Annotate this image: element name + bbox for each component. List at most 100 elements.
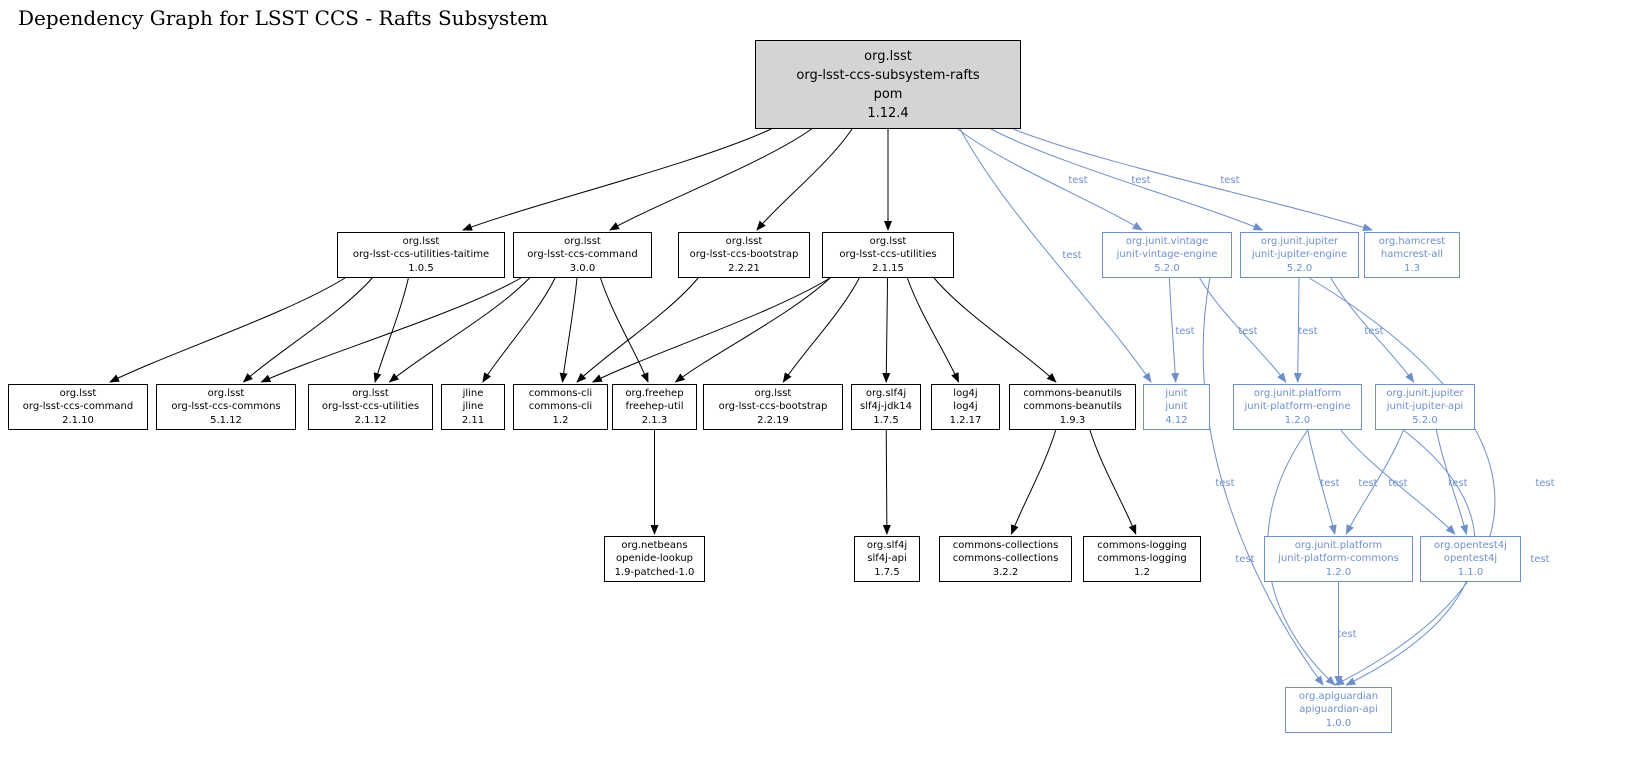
graph-edge-utilities2115--bootstrap2219 <box>782 277 860 383</box>
node-label-line: org.lsst <box>725 235 763 247</box>
node-label-line: slf4j-jdk14 <box>860 401 912 413</box>
node-label-line: junit-jupiter-engine <box>1251 249 1348 261</box>
edge-scope-label: test <box>1131 175 1150 186</box>
edge-scope-label: test <box>1215 478 1234 489</box>
edge-scope-label: test <box>1358 478 1377 489</box>
node-label-line: junit-vintage-engine <box>1116 249 1218 261</box>
node-label-line: commons-beanutils <box>1023 387 1122 399</box>
node-label-line: 2.2.19 <box>757 414 789 426</box>
node-label-line: junit-platform-engine <box>1244 401 1351 413</box>
node-label-line: 1.2.17 <box>949 414 982 426</box>
graph-edge-utilities2115--freehep <box>674 277 831 383</box>
graph-edge-beanutils--logging <box>1089 429 1137 535</box>
graph-edge-jupiterEngine--apiguardian <box>1308 277 1496 686</box>
edge-scope-label: test <box>1220 175 1239 186</box>
graph-edge-root--hamcrest <box>1012 128 1373 232</box>
graph-edge-command3--freehep <box>600 277 649 383</box>
node-label-line: log4j <box>953 387 978 399</box>
node-label-line: jline <box>462 401 484 413</box>
graph-edge-root--bootstrap221 <box>756 128 853 231</box>
edge-scope-label: test <box>1068 175 1087 186</box>
graph-edge-root--junit412 <box>959 128 1152 383</box>
node-label-line: 4.12 <box>1165 414 1188 426</box>
node-label-line: 2.11 <box>461 414 485 426</box>
node-label-line: org.lsst <box>352 387 389 399</box>
node-label-line: 1.9.3 <box>1059 414 1086 426</box>
node-label-line: 5.1.12 <box>210 414 242 426</box>
graph-edge-platformEngine--platformCommons <box>1307 429 1337 535</box>
graph-edge-command3--jline <box>482 277 556 383</box>
graph-edge-platformEngine--opentest4j <box>1340 429 1456 535</box>
node-label-line: commons-beanutils <box>1023 401 1122 413</box>
graph-edge-root--vintage <box>957 128 1143 231</box>
node-label-line: junit-jupiter-api <box>1386 401 1464 413</box>
edge-scope-label: test <box>1530 554 1549 565</box>
node-label-line: commons-collections <box>952 553 1059 565</box>
graph-edge-command3--commonscli <box>559 277 578 383</box>
node-label-line: org-lsst-ccs-bootstrap <box>718 401 828 413</box>
node-label-line: org.lsst <box>864 48 912 64</box>
node-label-line: 1.0.0 <box>1325 717 1352 729</box>
node-label-line: jline <box>462 387 484 399</box>
graph-edge-vintage--junit412 <box>1168 277 1180 383</box>
node-label-line: org.lsst <box>402 235 440 247</box>
node-label-line: org-lsst-ccs-command <box>527 249 638 261</box>
edge-scope-label: test <box>1298 326 1317 337</box>
node-label-line: org.netbeans <box>621 539 688 551</box>
graph-edge-command3--utilities2112 <box>388 277 530 383</box>
node-label-line: commons-cli <box>528 387 593 399</box>
node-label-line: 2.1.3 <box>641 414 668 426</box>
node-label-line: 5.2.0 <box>1286 262 1313 274</box>
graph-edge-jupiterEngine--jupiterApi <box>1330 277 1415 383</box>
node-label-line: opentest4j <box>1443 553 1498 565</box>
node-label-line: org.junit.platform <box>1294 539 1383 551</box>
node-label-line: org.apiguardian <box>1298 690 1379 702</box>
node-label-line: org.junit.platform <box>1253 387 1342 399</box>
node-label-line: org.lsst <box>59 387 97 399</box>
node-label-line: org.lsst <box>754 387 792 399</box>
node-label-line: 1.7.5 <box>874 566 900 578</box>
node-label-line: 3.2.2 <box>992 566 1019 578</box>
node-label-line: pom <box>873 86 903 102</box>
node-label-line: 5.2.0 <box>1412 414 1438 426</box>
node-label-line: org.slf4j <box>866 539 908 551</box>
node-label-line: slf4j-api <box>867 553 907 565</box>
node-label-line: 2.1.12 <box>354 414 387 426</box>
graph-edge-utilities2115--slf4jjdk14 <box>882 277 891 383</box>
node-label-line: junit <box>1165 387 1188 399</box>
edge-scope-label: test <box>1364 326 1383 337</box>
node-label-line: 2.2.21 <box>728 262 760 274</box>
node-label-line: org.opentest4j <box>1434 539 1507 551</box>
graph-edge-taitime--utilities2112 <box>373 277 409 383</box>
graph-edge-beanutils--collections <box>1010 429 1057 535</box>
node-label-line: commons-collections <box>952 539 1059 551</box>
node-label-line: apiguardian-api <box>1299 704 1378 716</box>
node-label-line: org-lsst-ccs-utilities <box>839 249 937 261</box>
node-label-line: org-lsst-ccs-utilities-taitime <box>352 249 490 261</box>
edge-scope-label: test <box>1337 629 1356 640</box>
graph-edge-jupiterApi--opentest4j <box>1435 429 1469 535</box>
node-label-line: 1.12.4 <box>867 105 909 121</box>
node-label-line: org.lsst <box>869 235 907 247</box>
node-label-line: commons-logging <box>1097 539 1187 551</box>
